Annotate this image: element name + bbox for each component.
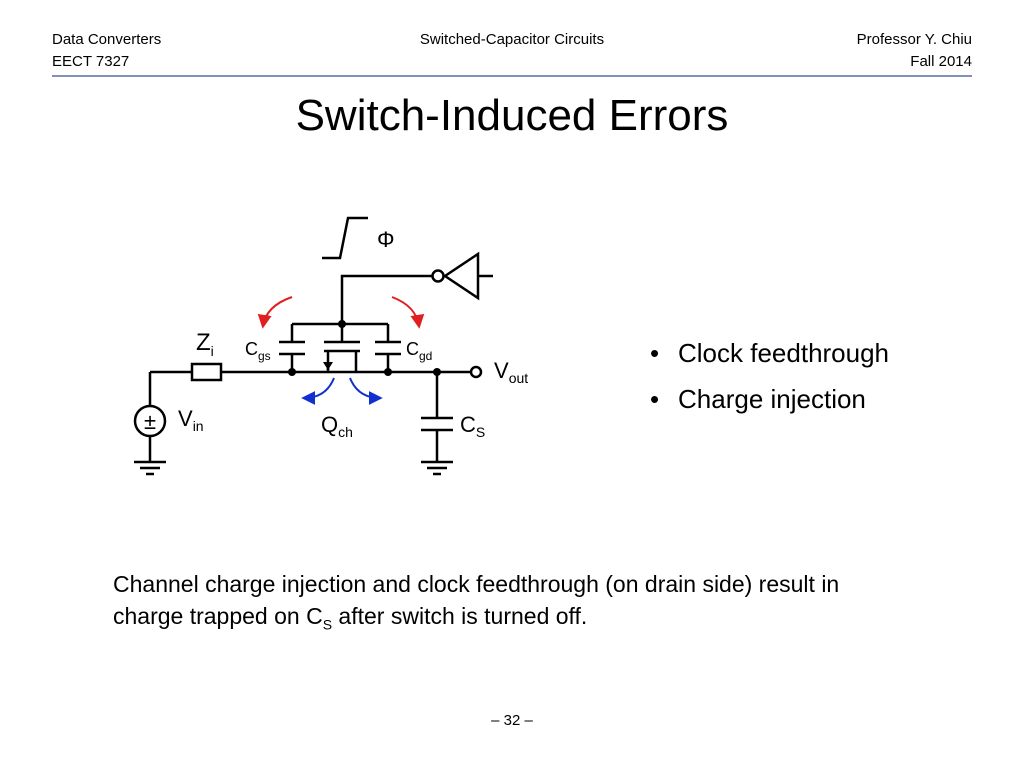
source-arrow-icon xyxy=(323,362,333,370)
course-code: EECT 7327 xyxy=(52,53,130,70)
term: Fall 2014 xyxy=(910,53,972,70)
cs-capacitor xyxy=(421,372,453,462)
cgd-capacitor xyxy=(375,340,401,372)
zi-impedance xyxy=(190,362,223,382)
cgd-label: Cgd xyxy=(406,339,432,363)
junction-dot xyxy=(288,368,296,376)
phi-label: Φ xyxy=(377,227,395,252)
plus-minus-symbol: ± xyxy=(144,409,156,434)
gate-coupling-arrow-left xyxy=(257,296,293,329)
junction-dot xyxy=(433,368,441,376)
slide-title: Switch-Induced Errors xyxy=(295,91,729,140)
caption-line-2: charge trapped on CS after switch is tur… xyxy=(113,603,588,633)
junction-dot xyxy=(338,320,346,328)
bullet-item: • Clock feedthrough xyxy=(650,330,889,376)
page-number: – 32 – xyxy=(491,712,533,729)
header-topic: Switched-Capacitor Circuits xyxy=(419,31,605,48)
caption: Channel charge injection and clock feedt… xyxy=(113,568,953,641)
gate-coupling-arrow-right xyxy=(391,296,425,329)
clock-waveform-icon xyxy=(322,216,368,260)
course-name: Data Converters xyxy=(52,31,162,48)
bullet-dot: • xyxy=(650,384,660,414)
inverter-bubble xyxy=(431,269,445,283)
junction-dot xyxy=(384,368,392,376)
vout-label: Vout xyxy=(494,358,528,386)
cgs-label: Cgs xyxy=(245,339,271,363)
cgs-capacitor xyxy=(279,340,305,372)
zi-label: Zi xyxy=(196,329,214,359)
vin-label: Vin xyxy=(178,406,204,434)
bullet-text: Clock feedthrough xyxy=(678,338,890,368)
bullet-item: • Charge injection xyxy=(650,376,889,422)
bullet-list: • Clock feedthrough • Charge injection xyxy=(650,330,889,422)
gate-wire xyxy=(340,274,432,324)
bullet-text: Charge injection xyxy=(678,384,866,414)
vout-terminal xyxy=(469,365,483,379)
caption-line-1: Channel charge injection and clock feedt… xyxy=(113,571,840,597)
charge-arrow-left xyxy=(301,377,335,405)
inverter-symbol xyxy=(442,251,480,301)
instructor-name: Professor Y. Chiu xyxy=(856,31,972,48)
qch-label: Qch xyxy=(321,412,353,440)
cs-label: CS xyxy=(460,412,485,440)
ground-icon xyxy=(134,460,166,476)
bullet-dot: • xyxy=(650,338,660,368)
charge-arrow-right xyxy=(349,377,383,405)
ground-icon xyxy=(421,460,453,476)
header-left: Data Converters EECT 7327 xyxy=(52,29,161,73)
header-divider xyxy=(52,75,972,77)
header-right: Professor Y. Chiu Fall 2014 xyxy=(857,29,972,73)
